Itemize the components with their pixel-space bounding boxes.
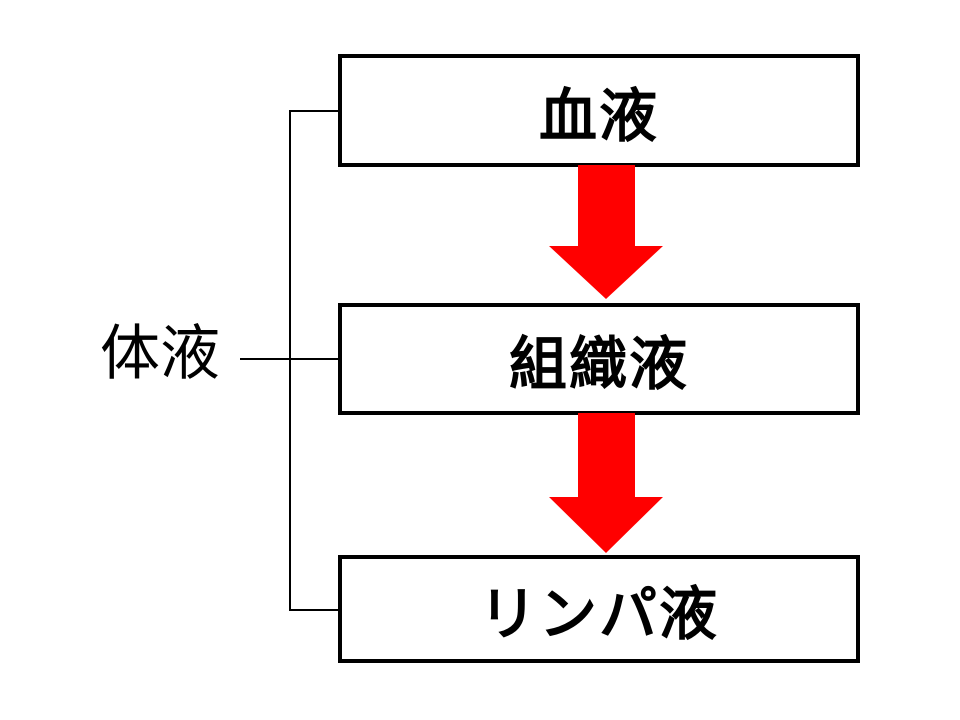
node-blood-label: 血液	[538, 83, 659, 149]
bracket-connector-bottom	[289, 609, 338, 611]
bracket-connector-middle	[240, 358, 338, 360]
down-arrow-icon	[549, 165, 663, 299]
node-tissue-fluid: 組織液	[338, 303, 860, 415]
down-arrow-icon	[549, 413, 663, 553]
node-tissue-fluid-label: 組織液	[508, 332, 689, 397]
node-lymph-fluid-label: リンパ液	[478, 582, 719, 647]
node-lymph-fluid: リンパ液	[338, 555, 860, 663]
body-fluid-label: 体液	[100, 320, 220, 387]
bracket-vertical-line	[289, 110, 291, 611]
bracket-connector-top	[289, 110, 338, 112]
node-blood: 血液	[338, 54, 860, 167]
down-arrow-shape	[549, 413, 663, 553]
down-arrow-shape	[549, 165, 663, 299]
